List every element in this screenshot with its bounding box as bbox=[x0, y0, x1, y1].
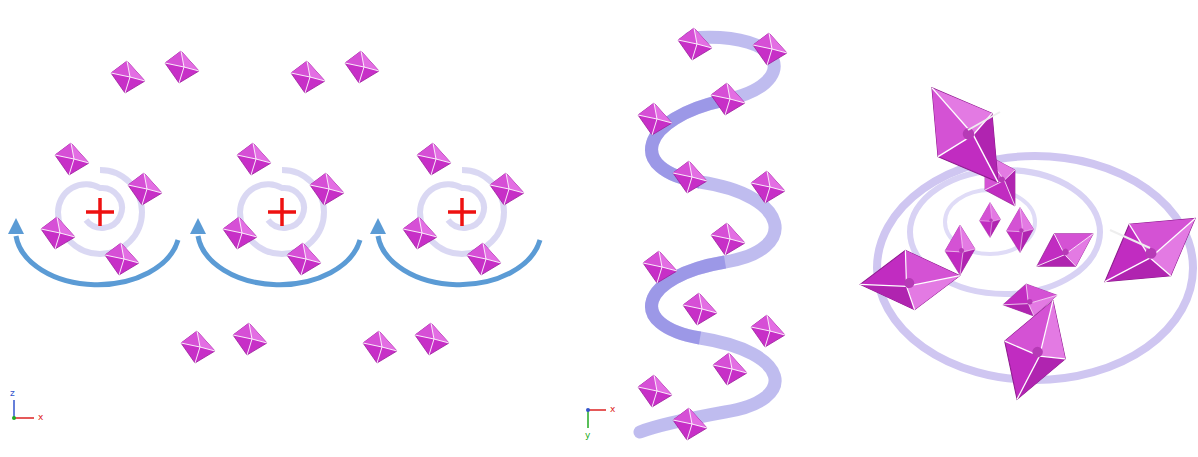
axis-label-x: x bbox=[38, 412, 43, 422]
axis-label-z: z bbox=[10, 388, 15, 398]
axis-label-x: x bbox=[610, 404, 615, 414]
axis-label-y: y bbox=[585, 430, 590, 440]
